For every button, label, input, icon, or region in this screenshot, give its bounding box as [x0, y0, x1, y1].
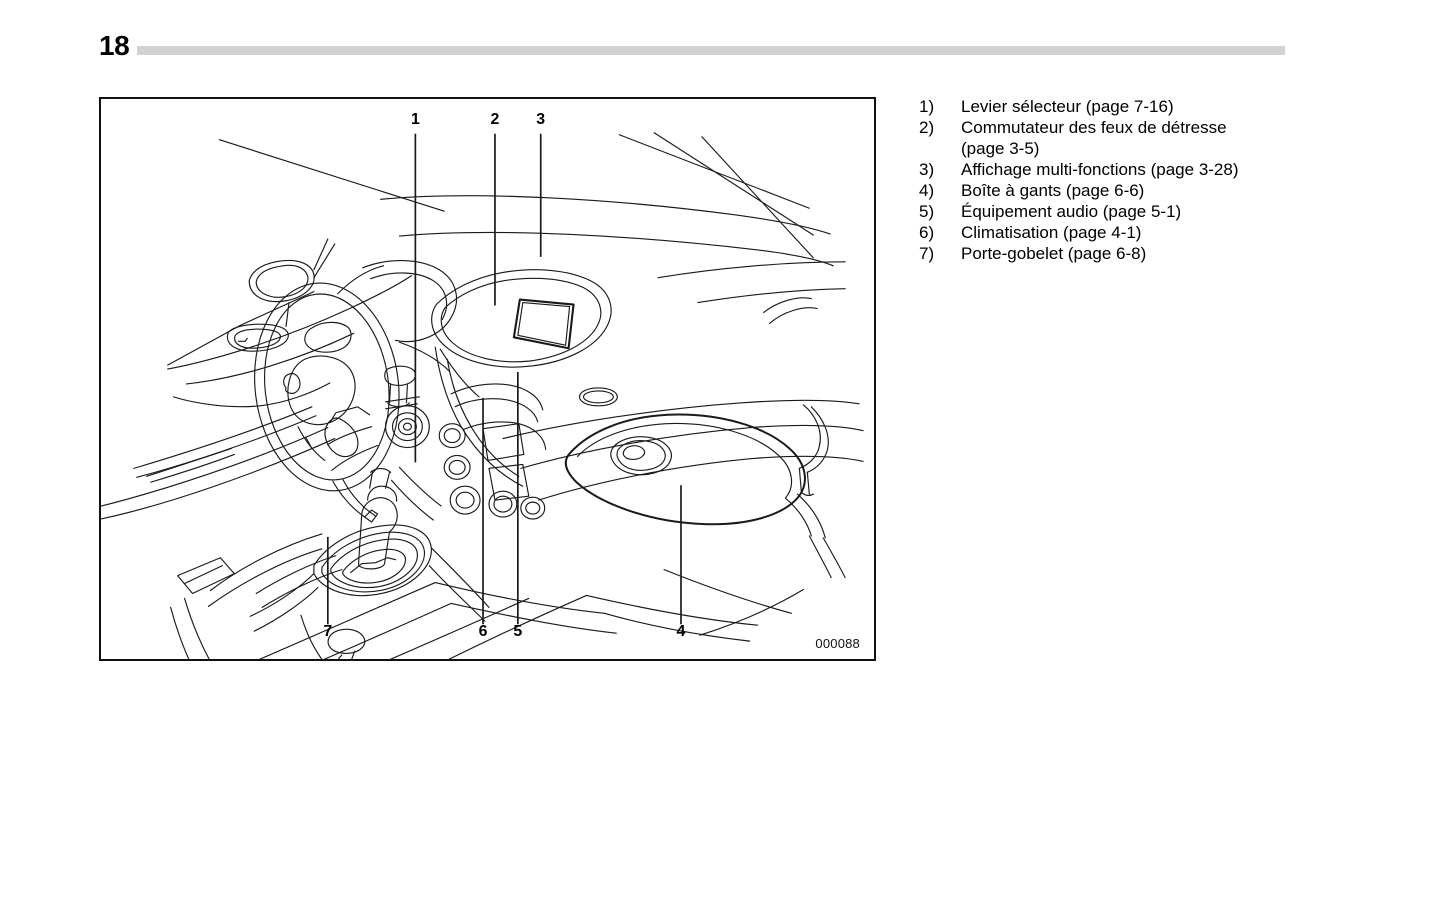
legend-item-label-line1: Boîte à gants (page 6-6) [961, 181, 1145, 200]
callout-number-4: 4 [677, 623, 686, 640]
legend-item: 2) Commutateur des feux de détresse (page … [919, 117, 1349, 159]
legend-item: 5) Équipement audio (page 5-1) [919, 201, 1349, 222]
header-rule [137, 46, 1285, 55]
legend-item-label-line2: (page 3-5) [961, 139, 1040, 158]
legend-item-label-line1: Climatisation (page 4-1) [961, 223, 1142, 242]
legend-list: 1) Levier sélecteur (page 7-16) 2) Commutat… [919, 96, 1349, 264]
legend-item-number: 6) [919, 223, 935, 242]
legend-item-number: 5) [919, 202, 935, 221]
legend-item: 3) Affichage multi-fonctions (page 3-28) [919, 159, 1349, 180]
callout-number-2: 2 [491, 111, 500, 128]
callout-number-6: 6 [479, 623, 488, 640]
legend-item: 6) Climatisation (page 4-1) [919, 222, 1349, 243]
page-header: 18 [0, 0, 1445, 80]
figure-id-label: 000088 [815, 636, 860, 651]
legend-item-number: 7) [919, 244, 935, 263]
callout-number-7: 7 [323, 623, 332, 640]
legend-item: 7) Porte-gobelet (page 6-8) [919, 243, 1349, 264]
interior-dashboard-illustration: 1 2 3 4 5 6 7 [101, 111, 864, 659]
legend-item-label: Levier sélecteur (page 7-16) [961, 96, 1349, 117]
legend-item-number: 2) [919, 118, 935, 137]
legend-item-label: Équipement audio (page 5-1) [961, 201, 1349, 222]
legend-item-label: Commutateur des feux de détresse (page 3-… [961, 117, 1349, 159]
legend-item-label-line1: Porte-gobelet (page 6-8) [961, 244, 1147, 263]
legend-item-label: Boîte à gants (page 6-6) [961, 180, 1349, 201]
legend-item-number: 4) [919, 181, 935, 200]
callout-number-5: 5 [513, 623, 522, 640]
legend-item-label: Porte-gobelet (page 6-8) [961, 243, 1349, 264]
legend-item-label-line1: Commutateur des feux de détresse [961, 118, 1227, 137]
legend-item-label: Affichage multi-fonctions (page 3-28) [961, 159, 1349, 180]
legend-item-label-line1: Affichage multi-fonctions (page 3-28) [961, 160, 1239, 179]
legend-item-label-line1: Équipement audio (page 5-1) [961, 202, 1182, 221]
figure-panel: 1 2 3 4 5 6 7 000088 [99, 97, 876, 661]
legend-item-label: Climatisation (page 4-1) [961, 222, 1349, 243]
callout-number-3: 3 [536, 111, 545, 128]
legend-item: 4) Boîte à gants (page 6-6) [919, 180, 1349, 201]
legend-item-label-line1: Levier sélecteur (page 7-16) [961, 97, 1174, 116]
legend-item: 1) Levier sélecteur (page 7-16) [919, 96, 1349, 117]
page-number: 18 [99, 30, 130, 61]
legend-item-number: 1) [919, 97, 935, 116]
callout-number-1: 1 [411, 111, 420, 128]
legend-item-number: 3) [919, 160, 935, 179]
